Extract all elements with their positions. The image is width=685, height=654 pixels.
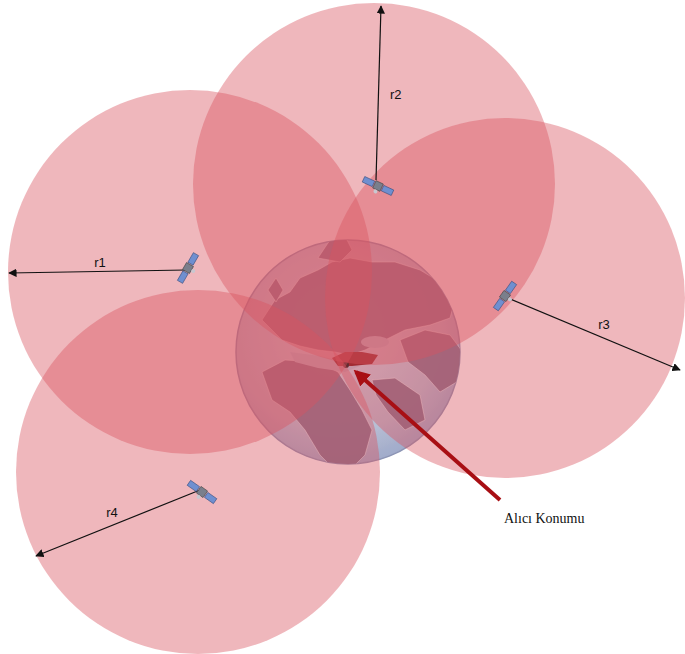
receiver-label: Alıcı Konumu: [504, 512, 585, 526]
radius-label: r2: [390, 88, 402, 101]
radius-line: [508, 298, 680, 370]
radius-line: [376, 6, 381, 180]
radius-label: r3: [598, 318, 610, 331]
pointer-arrow: [356, 372, 500, 500]
satellite: [360, 176, 394, 200]
radius-line: [36, 490, 200, 556]
radius-label: r1: [94, 256, 106, 269]
satellite: [177, 252, 203, 286]
coverage-circle: [325, 118, 685, 478]
satellite: [493, 281, 521, 314]
coverage-circle: [16, 290, 380, 654]
satellite: [184, 480, 217, 508]
coverage-spheres: [8, 3, 685, 654]
radius-label: r4: [106, 506, 118, 519]
radius-line: [9, 270, 186, 273]
